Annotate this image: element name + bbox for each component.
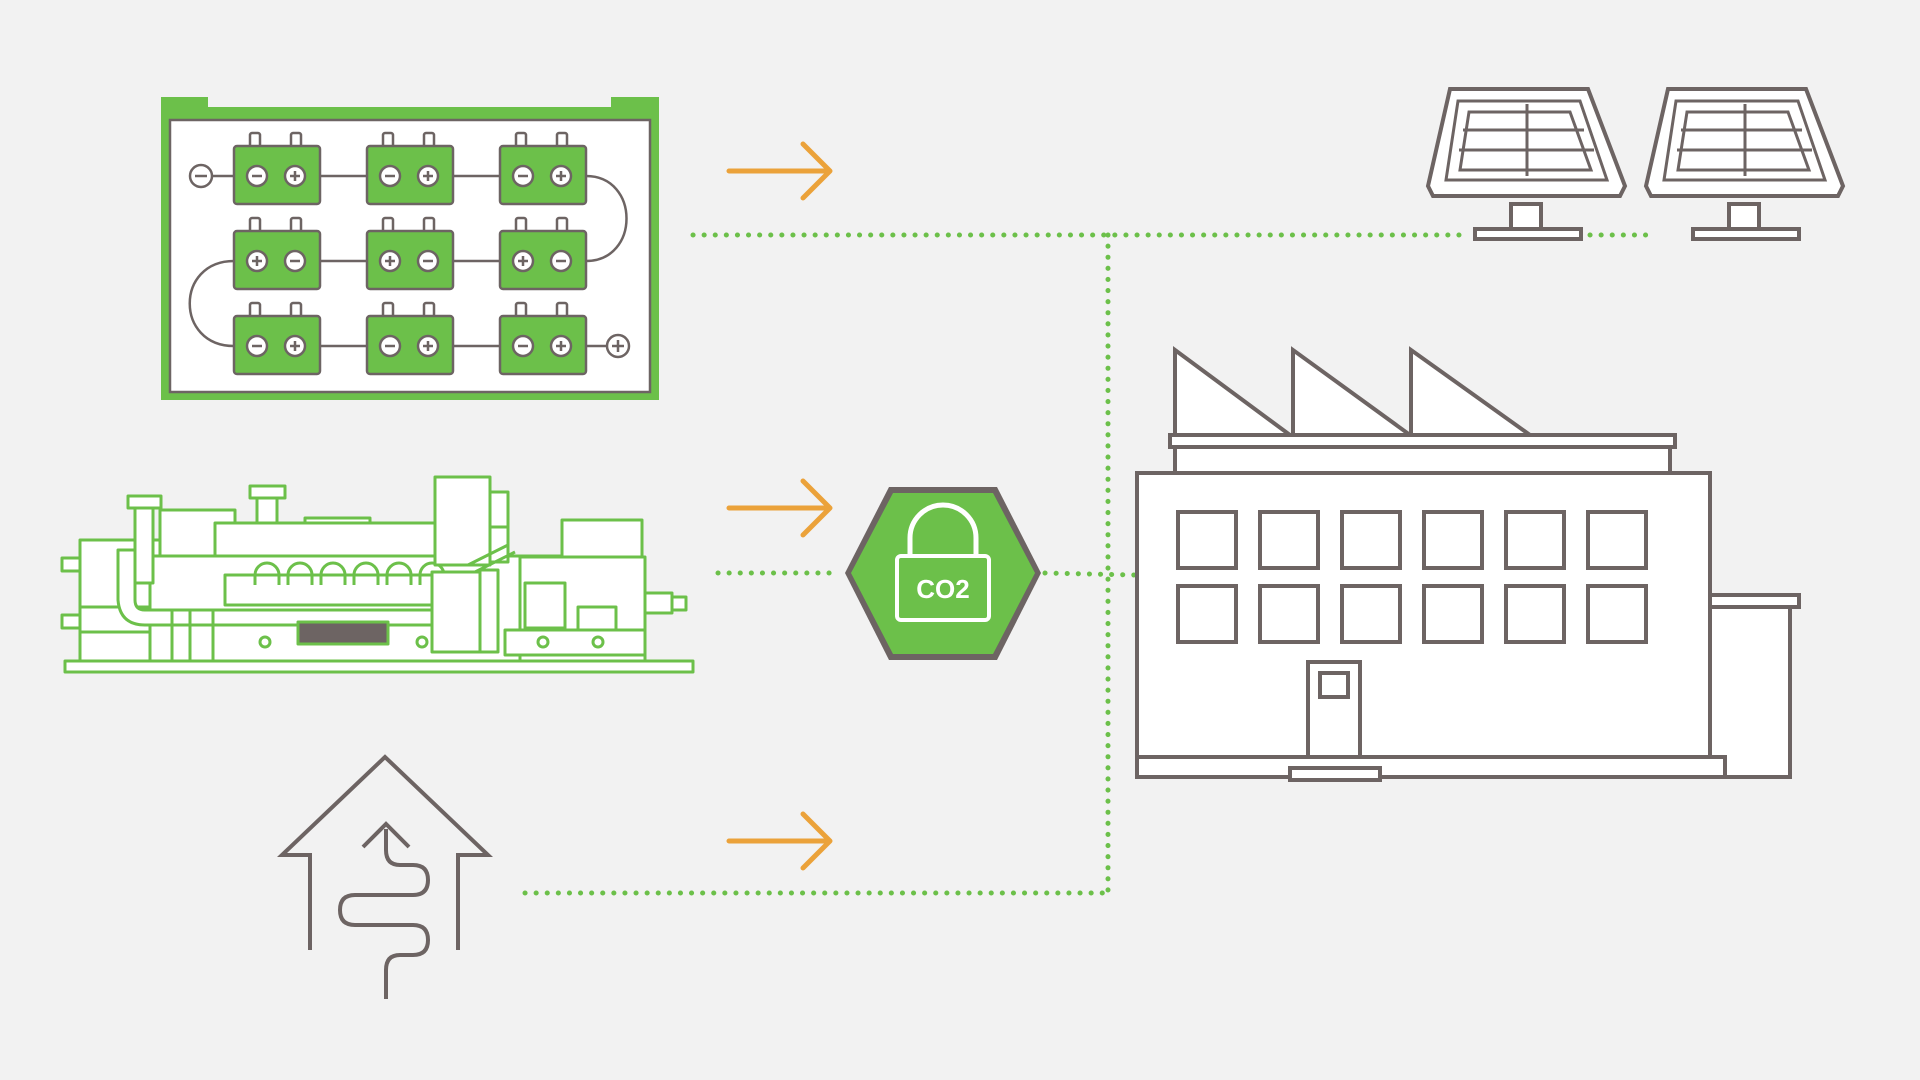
arrows	[726, 141, 833, 871]
factory-roof-teeth	[1173, 346, 1537, 437]
factory-window	[1258, 584, 1320, 644]
factory-window	[1422, 584, 1484, 644]
factory-window	[1340, 584, 1402, 644]
battery-cell-icon	[365, 131, 455, 206]
factory-window	[1504, 510, 1566, 570]
terminal-minus-icon	[245, 164, 269, 188]
terminal-minus-icon	[245, 334, 269, 358]
heat-flow-icon	[337, 829, 431, 999]
battery-cell-icon	[498, 131, 588, 206]
terminal-plus-icon	[605, 333, 631, 359]
solar-panels	[1425, 87, 1846, 241]
terminal-minus-icon	[283, 249, 307, 273]
generator-display	[296, 620, 390, 646]
terminal-plus-icon	[416, 334, 440, 358]
terminal-plus-icon	[283, 334, 307, 358]
co2-label: CO2	[916, 574, 969, 604]
lock-body	[895, 554, 991, 622]
factory-annex	[1698, 593, 1792, 779]
arrow-right-icon	[726, 478, 833, 538]
factory-window	[1176, 510, 1238, 570]
terminal-minus-icon	[511, 334, 535, 358]
terminal-plus-icon	[511, 249, 535, 273]
lock-shackle	[907, 502, 979, 558]
co2-lock-icon: CO2	[845, 487, 1041, 660]
terminal-minus-icon	[549, 249, 573, 273]
connector-lock-factory	[1042, 570, 1138, 578]
factory-window	[1340, 510, 1402, 570]
arrow-right-icon	[726, 811, 833, 871]
battery-cells	[232, 131, 588, 376]
battery-cell-icon	[365, 301, 455, 376]
factory-window	[1504, 584, 1566, 644]
factory-icon	[1135, 346, 1801, 782]
factory-window	[1176, 584, 1238, 644]
house-outline	[276, 754, 494, 950]
terminal-plus-icon	[549, 334, 573, 358]
solar-panel-icon	[1425, 87, 1628, 241]
terminal-minus-icon	[378, 164, 402, 188]
terminal-plus-icon	[283, 164, 307, 188]
factory-windows	[1176, 510, 1648, 644]
factory-door	[1306, 660, 1362, 759]
solar-panel-icon	[1643, 87, 1846, 241]
connector-lines	[522, 232, 1651, 896]
factory-window	[1258, 510, 1320, 570]
terminal-plus-icon	[549, 164, 573, 188]
factory-window	[1586, 584, 1648, 644]
terminal-plus-icon	[416, 164, 440, 188]
arrow-right-icon	[726, 141, 833, 201]
battery-cell-icon	[232, 216, 322, 291]
terminal-minus-icon	[511, 164, 535, 188]
terminal-minus-icon	[416, 249, 440, 273]
battery-pack-icon	[161, 97, 659, 400]
generator-icon	[60, 475, 695, 674]
terminal-plus-icon	[245, 249, 269, 273]
heat-pump-house-icon	[276, 754, 494, 999]
battery-cell-icon	[498, 301, 588, 376]
battery-cell-icon	[232, 131, 322, 206]
battery-cell-icon	[232, 301, 322, 376]
factory-window	[1586, 510, 1648, 570]
terminal-minus-icon	[188, 163, 214, 189]
factory-window	[1422, 510, 1484, 570]
terminal-plus-icon	[378, 249, 402, 273]
battery-cell-icon	[498, 216, 588, 291]
terminal-minus-icon	[378, 334, 402, 358]
battery-cell-icon	[365, 216, 455, 291]
